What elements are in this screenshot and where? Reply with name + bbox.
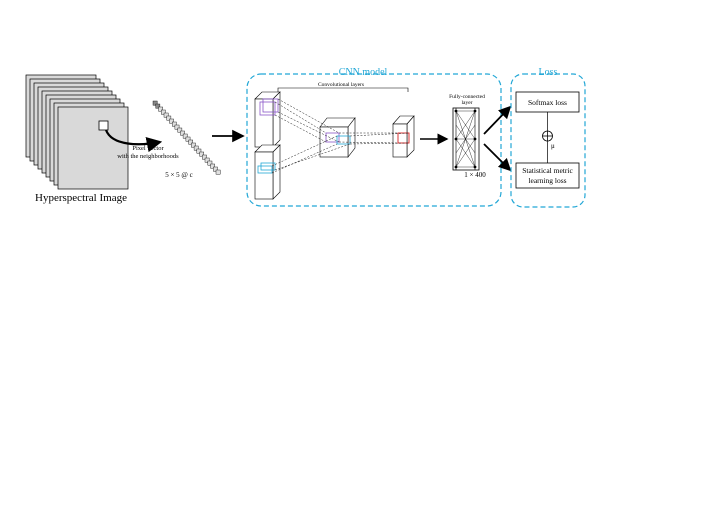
pixel-vector-cell [210,163,215,169]
softmax-loss-label: Softmax loss [528,98,567,107]
spectral-band-layer [57,106,129,190]
pixel-vector-cell [202,154,207,160]
pixel-patch-marker [98,120,109,131]
pixel-vector [152,100,221,175]
patch-size-label: 5 × 5 @ c [165,171,193,179]
pixel-vector-cell [177,127,183,133]
pixel-vector-cell [174,124,180,130]
pixel-vector-cell [158,106,163,112]
pixel-vector-cell [163,112,169,118]
fc-layer-label-2: layer [462,100,473,106]
pixel-vector-cell [215,169,221,175]
pixel-vector-cell [169,118,174,124]
fc-to-softmax-arrow [483,105,512,135]
conv-connections [271,98,410,174]
pixel-vector-cell [180,130,185,136]
hyperspectral-image-title: Hyperspectral Image [35,192,127,204]
fc-layer [452,107,480,171]
conv-layers-brace [277,87,409,92]
pixel-vector-cell [155,103,161,109]
conv-input-block-top [254,91,281,148]
loss-box [510,73,586,208]
cnn-model-title: CNN model [339,67,388,78]
loss-title: Loss [539,67,558,78]
pixel-vector-cell [185,136,191,142]
pixel-vector-cell [193,145,199,151]
metric-loss-box [515,162,580,189]
pixel-to-vector-arrow [104,129,163,153]
metric-loss-label-2: learning loss [528,176,566,185]
metric-loss-label: Statistical metric [522,166,573,175]
pixel-vector-cell [160,109,166,115]
pixel-vector-label-2: with the neighborhoods [117,153,179,160]
pixel-vector-cell [188,139,194,145]
pixel-vector-cell [182,133,188,139]
pixel-vector-cell [196,148,202,154]
oplus-icon [542,130,553,142]
conv-layers-label: Convolutional layers [318,82,364,88]
pixel-vector-cell [152,100,158,106]
pixel-vector-cell [204,157,210,163]
pixel-vector-cell [213,166,218,172]
conv-middle-block [319,117,356,158]
conv-output-block [392,115,415,158]
fc-size-label: 1 × 400 [464,171,486,179]
cnn-model-box [246,73,502,207]
pixel-vector-label: Pixel vector [132,145,164,152]
pixel-vector-cell [166,115,172,121]
fc-nodes [454,109,477,169]
pixel-vector-cell [171,121,177,127]
fc-to-metric-arrow [483,143,512,172]
pixel-vector-cell [191,142,196,148]
hyperspectral-stack [25,74,129,190]
conv-input-block-bottom [254,144,281,200]
pixel-vector-cell [207,160,213,166]
pixel-vector-cell [199,151,205,157]
mu-label: μ [551,142,555,150]
fc-layer-label: Fully-connected [449,94,485,100]
